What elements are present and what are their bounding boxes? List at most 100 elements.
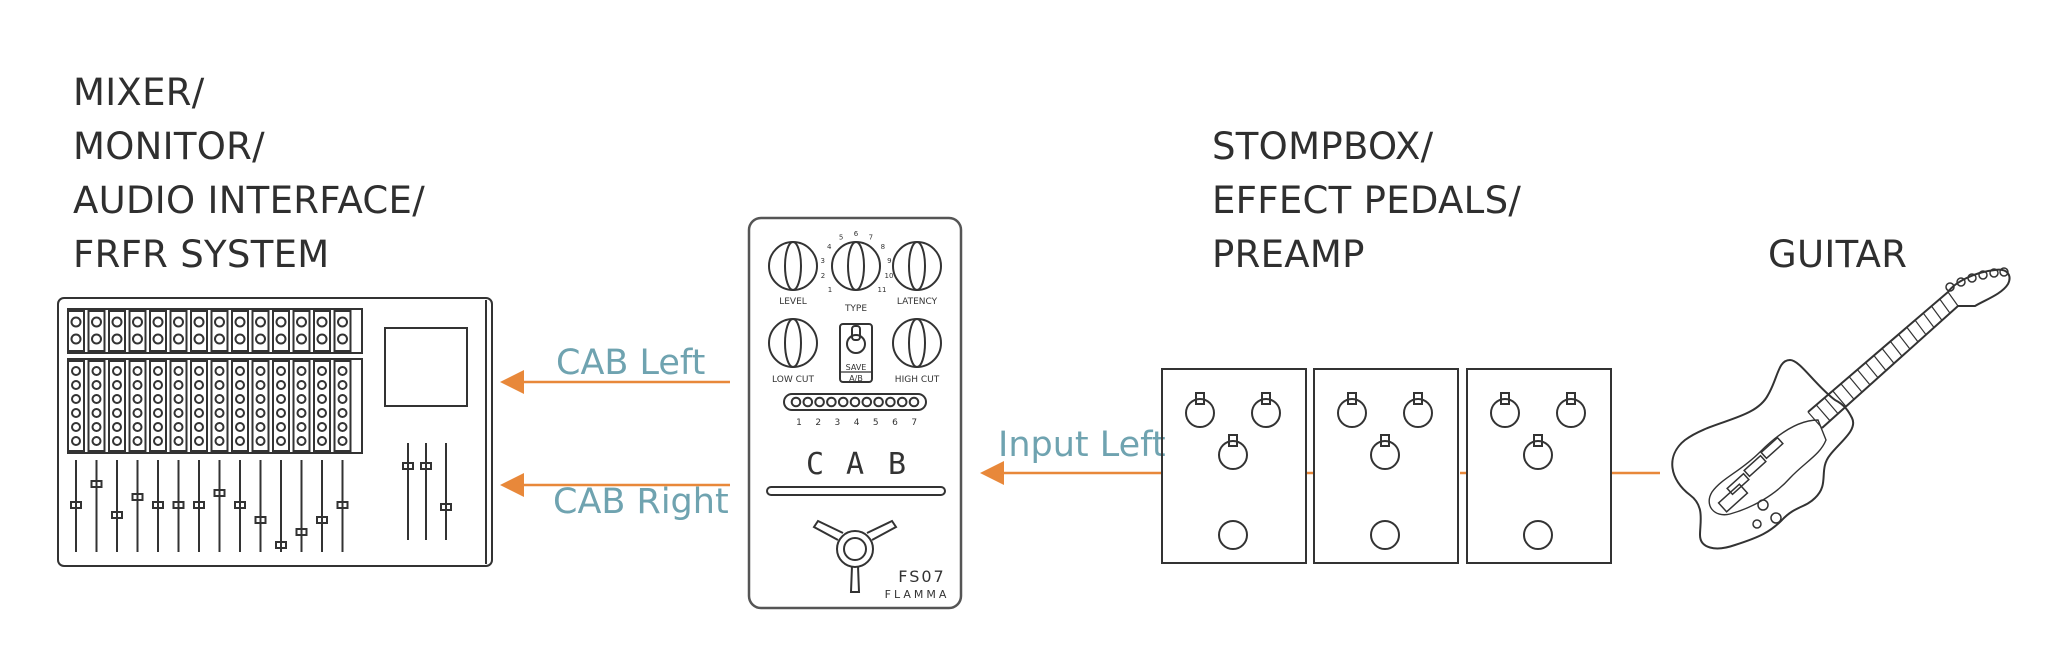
cab-left-label: CAB Left <box>556 343 706 383</box>
led <box>873 396 884 408</box>
led <box>790 396 802 408</box>
stompbox-label-line-2: EFFECT PEDALS/ <box>1212 179 1522 222</box>
led <box>885 396 896 408</box>
input-left-connection <box>980 461 1162 485</box>
high-cut-knob <box>892 318 942 368</box>
type-scale-number: 10 <box>885 272 894 280</box>
input-left-label: Input Left <box>998 425 1166 465</box>
mixer-channel <box>272 310 290 552</box>
mixer-channel <box>231 310 249 552</box>
cab-left-connection <box>500 370 730 394</box>
type-scale-number: 4 <box>827 243 832 251</box>
pedal-name-letter-a: A <box>846 447 864 482</box>
type-scale-number: 5 <box>839 233 843 241</box>
master-fader <box>402 443 414 540</box>
stompbox <box>1466 368 1612 564</box>
guitar-body <box>1671 358 1855 550</box>
led <box>849 396 861 408</box>
mixer-channel-strips <box>67 308 363 552</box>
type-scale-number: 11 <box>878 286 887 294</box>
led <box>826 396 837 408</box>
input-left-arrowhead <box>980 461 1004 485</box>
led <box>908 396 920 408</box>
type-scale-number: 3 <box>820 257 824 265</box>
mixer-channel <box>128 310 147 552</box>
led <box>861 396 873 408</box>
guitar-frets <box>1807 291 1959 429</box>
led-number: 6 <box>892 418 898 428</box>
led-number: 4 <box>854 418 860 428</box>
low-cut-knob <box>768 318 818 368</box>
pedal-enclosure <box>747 216 963 610</box>
led <box>814 396 825 408</box>
mixer-channel <box>292 310 311 552</box>
led-number: 3 <box>835 418 841 428</box>
pedal-model: FS07 <box>898 567 945 586</box>
cab-right-arrowhead <box>500 473 524 497</box>
mixer-body <box>57 297 493 567</box>
led <box>802 396 814 408</box>
mixer-label-line-4: FRFR SYSTEM <box>73 233 330 276</box>
led-number: 7 <box>911 418 917 428</box>
mixer-channel <box>87 310 106 552</box>
electric-guitar <box>1671 267 2011 550</box>
mixer-label-line-3: AUDIO INTERFACE/ <box>73 179 425 222</box>
level-knob <box>768 241 818 291</box>
stompbox-footswitch <box>1370 520 1400 550</box>
stompbox-footswitch <box>1218 520 1248 550</box>
type-knob <box>831 241 881 291</box>
save-ab-toggle <box>839 323 873 383</box>
led-number: 1 <box>796 418 802 428</box>
guitar-neck <box>1807 291 1959 429</box>
mixer-channel <box>149 310 167 552</box>
tuning-pegs <box>1945 267 2009 292</box>
master-fader <box>420 443 432 540</box>
type-scale-number: 7 <box>869 233 873 241</box>
type-scale-number: 1 <box>828 286 832 294</box>
level-knob-label: LEVEL <box>779 297 807 307</box>
pickups <box>1726 436 1784 496</box>
mixer-channel <box>108 310 126 552</box>
master-fader <box>440 443 452 540</box>
led-bar <box>783 393 927 411</box>
pedal-slot <box>766 486 946 496</box>
mixer-channel <box>169 310 188 552</box>
type-scale-number: 2 <box>821 272 825 280</box>
stompbox <box>1313 368 1459 564</box>
low-cut-knob-label: LOW CUT <box>772 375 814 385</box>
high-cut-knob-label: HIGH CUT <box>895 375 940 385</box>
mixer-screen <box>384 327 468 407</box>
guitar-bridge <box>1717 483 1749 513</box>
led <box>896 396 908 408</box>
mixer-channel <box>67 310 85 552</box>
pedal-name-letter-c: C <box>806 447 824 482</box>
pickguard <box>1708 419 1827 516</box>
mixer-label-line-1: MIXER/ <box>73 71 205 114</box>
mixer-master-faders <box>402 443 452 540</box>
pedal-brand: FLAMMA <box>885 588 950 601</box>
mixer-channel <box>333 310 352 552</box>
latency-knob <box>892 241 942 291</box>
mixer-channel <box>210 310 229 552</box>
cab-right-label: CAB Right <box>553 482 729 522</box>
footswitch <box>812 519 898 593</box>
type-knob-label: TYPE <box>844 304 867 314</box>
stompbox-label: STOMPBOX/ EFFECT PEDALS/ PREAMP <box>1212 120 1521 282</box>
led-number: 5 <box>873 418 879 428</box>
mixer-channel <box>190 310 208 552</box>
type-scale-number: 8 <box>881 243 885 251</box>
mixer-channel <box>313 310 331 552</box>
led-indicators <box>790 396 920 408</box>
save-label: SAVE <box>846 363 867 372</box>
pedal-name-letter-b: B <box>888 447 906 482</box>
stompbox-footswitch <box>1523 520 1553 550</box>
mixer-label: MIXER/ MONITOR/ AUDIO INTERFACE/ FRFR SY… <box>73 66 425 282</box>
latency-knob-label: LATENCY <box>897 297 938 307</box>
led <box>837 396 849 408</box>
mixer-channel <box>251 310 270 552</box>
guitar-control-knobs <box>1752 499 1782 529</box>
stompbox-label-line-3: PREAMP <box>1212 233 1365 276</box>
mixer-label-line-2: MONITOR/ <box>73 125 265 168</box>
